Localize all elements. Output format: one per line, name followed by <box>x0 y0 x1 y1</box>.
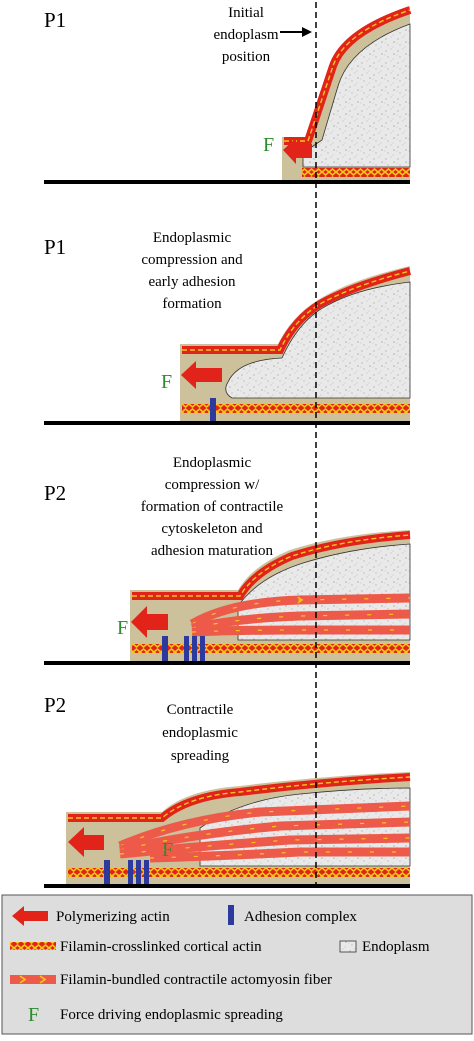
panel-2-caption-line2: compression and <box>141 252 243 268</box>
polymerizing-actin-arrow <box>181 361 222 389</box>
filamin-bundled-swatch <box>10 975 56 984</box>
panel-2-caption-line3: early adhesion <box>148 274 236 290</box>
panel-3-caption-line3: formation of contractile <box>141 499 284 515</box>
cell-body: F <box>117 530 411 662</box>
svg-text:Endoplasm: Endoplasm <box>362 939 430 955</box>
panel-4-caption-line1: Contractile <box>167 702 234 718</box>
panel-2: P1 Endoplasmic compression and early adh… <box>44 230 412 425</box>
force-symbol: F <box>28 1004 39 1026</box>
adhesion-complex <box>144 860 149 886</box>
adhesion-complex <box>210 398 216 422</box>
polymerizing-actin-swatch <box>12 906 48 926</box>
panel-2-caption-line1: Endoplasmic <box>153 230 232 246</box>
svg-text:Filamin-crosslinked cortical a: Filamin-crosslinked cortical actin <box>60 939 262 955</box>
initial-position-arrow <box>280 27 312 37</box>
legend-item-filamin-crosslinked: Filamin-crosslinked cortical actin <box>10 939 262 955</box>
force-label: F <box>117 617 128 639</box>
force-label: F <box>263 134 274 156</box>
actomyosin-fibers <box>118 801 411 863</box>
panel-4-caption-line3: spreading <box>171 748 230 764</box>
polymerizing-actin-arrow <box>68 827 104 857</box>
polymerizing-actin-arrow <box>283 138 312 164</box>
substrate-line <box>44 180 410 184</box>
svg-text:Force driving endoplasmic spre: Force driving endoplasmic spreading <box>60 1007 283 1023</box>
svg-text:Adhesion complex: Adhesion complex <box>244 909 357 925</box>
adhesion-complex <box>184 636 189 662</box>
panel-4-caption-line2: endoplasmic <box>162 725 238 741</box>
panel-4: P2 Contractile endoplasmic spreading <box>44 693 411 888</box>
legend-item-adhesion-complex: Adhesion complex <box>228 905 357 925</box>
legend-item-endoplasm: Endoplasm <box>339 939 430 955</box>
substrate-line <box>44 661 410 665</box>
initial-position-label-line1: Initial <box>228 5 264 21</box>
panel-3-caption-line1: Endoplasmic <box>173 455 252 471</box>
legend-item-force: F Force driving endoplasmic spreading <box>28 1004 283 1026</box>
adhesion-complex <box>192 636 197 662</box>
cell-body: F <box>263 6 412 182</box>
legend-box <box>1 894 473 1035</box>
svg-text:Filamin-bundled contractile ac: Filamin-bundled contractile actomyosin f… <box>60 972 332 988</box>
panel-3-caption-line5: adhesion maturation <box>151 543 274 559</box>
adhesion-complex <box>136 860 141 886</box>
substrate-line <box>44 421 410 425</box>
initial-position-label-line2: endoplasm <box>214 27 279 43</box>
legend-item-polymerizing-actin: Polymerizing actin <box>12 906 170 926</box>
panel-2-caption-line4: formation <box>162 296 222 312</box>
panel-1: P1 Initial endoplasm position F <box>44 5 412 184</box>
force-label: F <box>161 371 172 393</box>
cortical-actin-band <box>284 6 412 145</box>
panel-4-stage-label: P2 <box>44 693 66 717</box>
adhesion-complex <box>162 636 168 662</box>
force-label: F <box>162 839 173 861</box>
cell-body: F <box>161 266 412 422</box>
panel-1-stage-label: P1 <box>44 8 66 32</box>
panel-3-caption-line2: compression w/ <box>165 477 260 493</box>
cell-body: F <box>66 772 411 886</box>
svg-text:Polymerizing actin: Polymerizing actin <box>56 909 170 925</box>
panel-3-caption-line4: cytoskeleton and <box>161 521 263 537</box>
adhesion-complex-swatch <box>228 905 234 925</box>
panel-3: P2 Endoplasmic compression w/ formation … <box>44 455 411 665</box>
adhesion-complex <box>104 860 110 886</box>
panel-2-stage-label: P1 <box>44 235 66 259</box>
adhesion-complex <box>200 636 205 662</box>
polymerizing-actin-arrow <box>131 606 168 638</box>
adhesion-complex <box>128 860 133 886</box>
substrate-line <box>44 884 410 888</box>
panel-3-stage-label: P2 <box>44 481 66 505</box>
initial-position-label-line3: position <box>222 49 271 65</box>
actomyosin-fibers <box>189 593 411 637</box>
endoplasm-swatch <box>339 940 357 953</box>
legend-item-filamin-bundled: Filamin-bundled contractile actomyosin f… <box>10 972 332 988</box>
legend: Polymerizing actin Adhesion complex Fila… <box>1 894 473 1035</box>
